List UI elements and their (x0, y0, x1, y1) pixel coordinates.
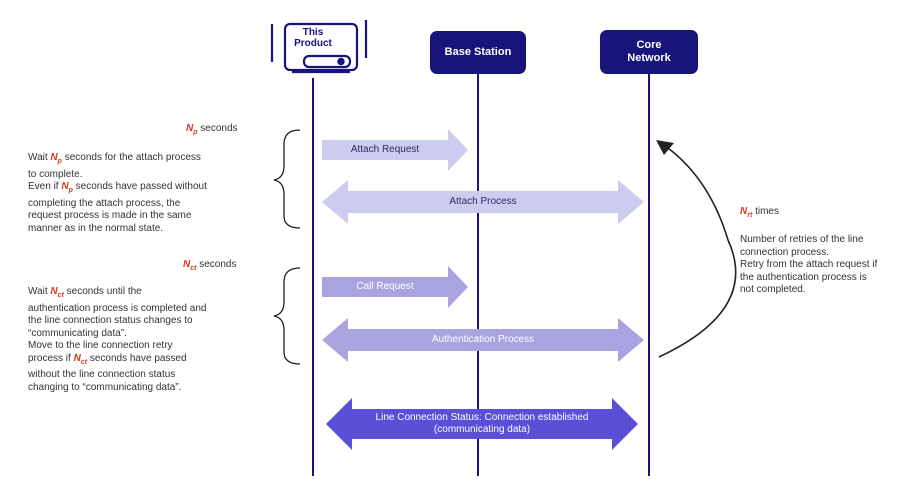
attach-process-label: Attach Process (449, 196, 517, 207)
np-brace (273, 129, 301, 229)
base-station-node: Base Station (430, 31, 526, 74)
np-label: Np seconds (186, 123, 238, 136)
attach-request-arrow (322, 129, 468, 171)
nct-brace (273, 267, 301, 365)
router-icon (270, 20, 368, 74)
nct-variable: Nct (183, 259, 197, 272)
call-request-arrow (322, 266, 468, 308)
retry-arrow (658, 147, 737, 358)
line-status-line1: Line Connection Status: Connection estab… (375, 412, 589, 423)
nrt-label: Nrt times (740, 206, 779, 219)
attach-request-label: Attach Request (350, 144, 420, 155)
line-status-line2: (communicating data) (433, 424, 531, 435)
nct-label: Nct seconds (183, 259, 237, 272)
line-status-arrow (326, 398, 638, 450)
product-label: This Product (294, 27, 332, 49)
nrt-note: Number of retries of the line connection… (740, 234, 878, 295)
line-status-label: Line Connection Status: Connection estab… (340, 412, 624, 436)
nct-note: Wait Nct seconds until the authenticatio… (28, 286, 207, 393)
nrt-variable: Nrt (740, 206, 753, 219)
auth-process-label: Authentication Process (431, 334, 535, 345)
call-request-label: Call Request (356, 281, 414, 292)
np-note: Wait Np seconds for the attach process t… (28, 152, 207, 234)
auth-process-arrow (322, 318, 644, 362)
retry-arrowhead (656, 140, 674, 155)
attach-process-arrow (322, 180, 644, 224)
np-variable: Np (186, 123, 198, 136)
core-network-node: Core Network (600, 30, 698, 74)
